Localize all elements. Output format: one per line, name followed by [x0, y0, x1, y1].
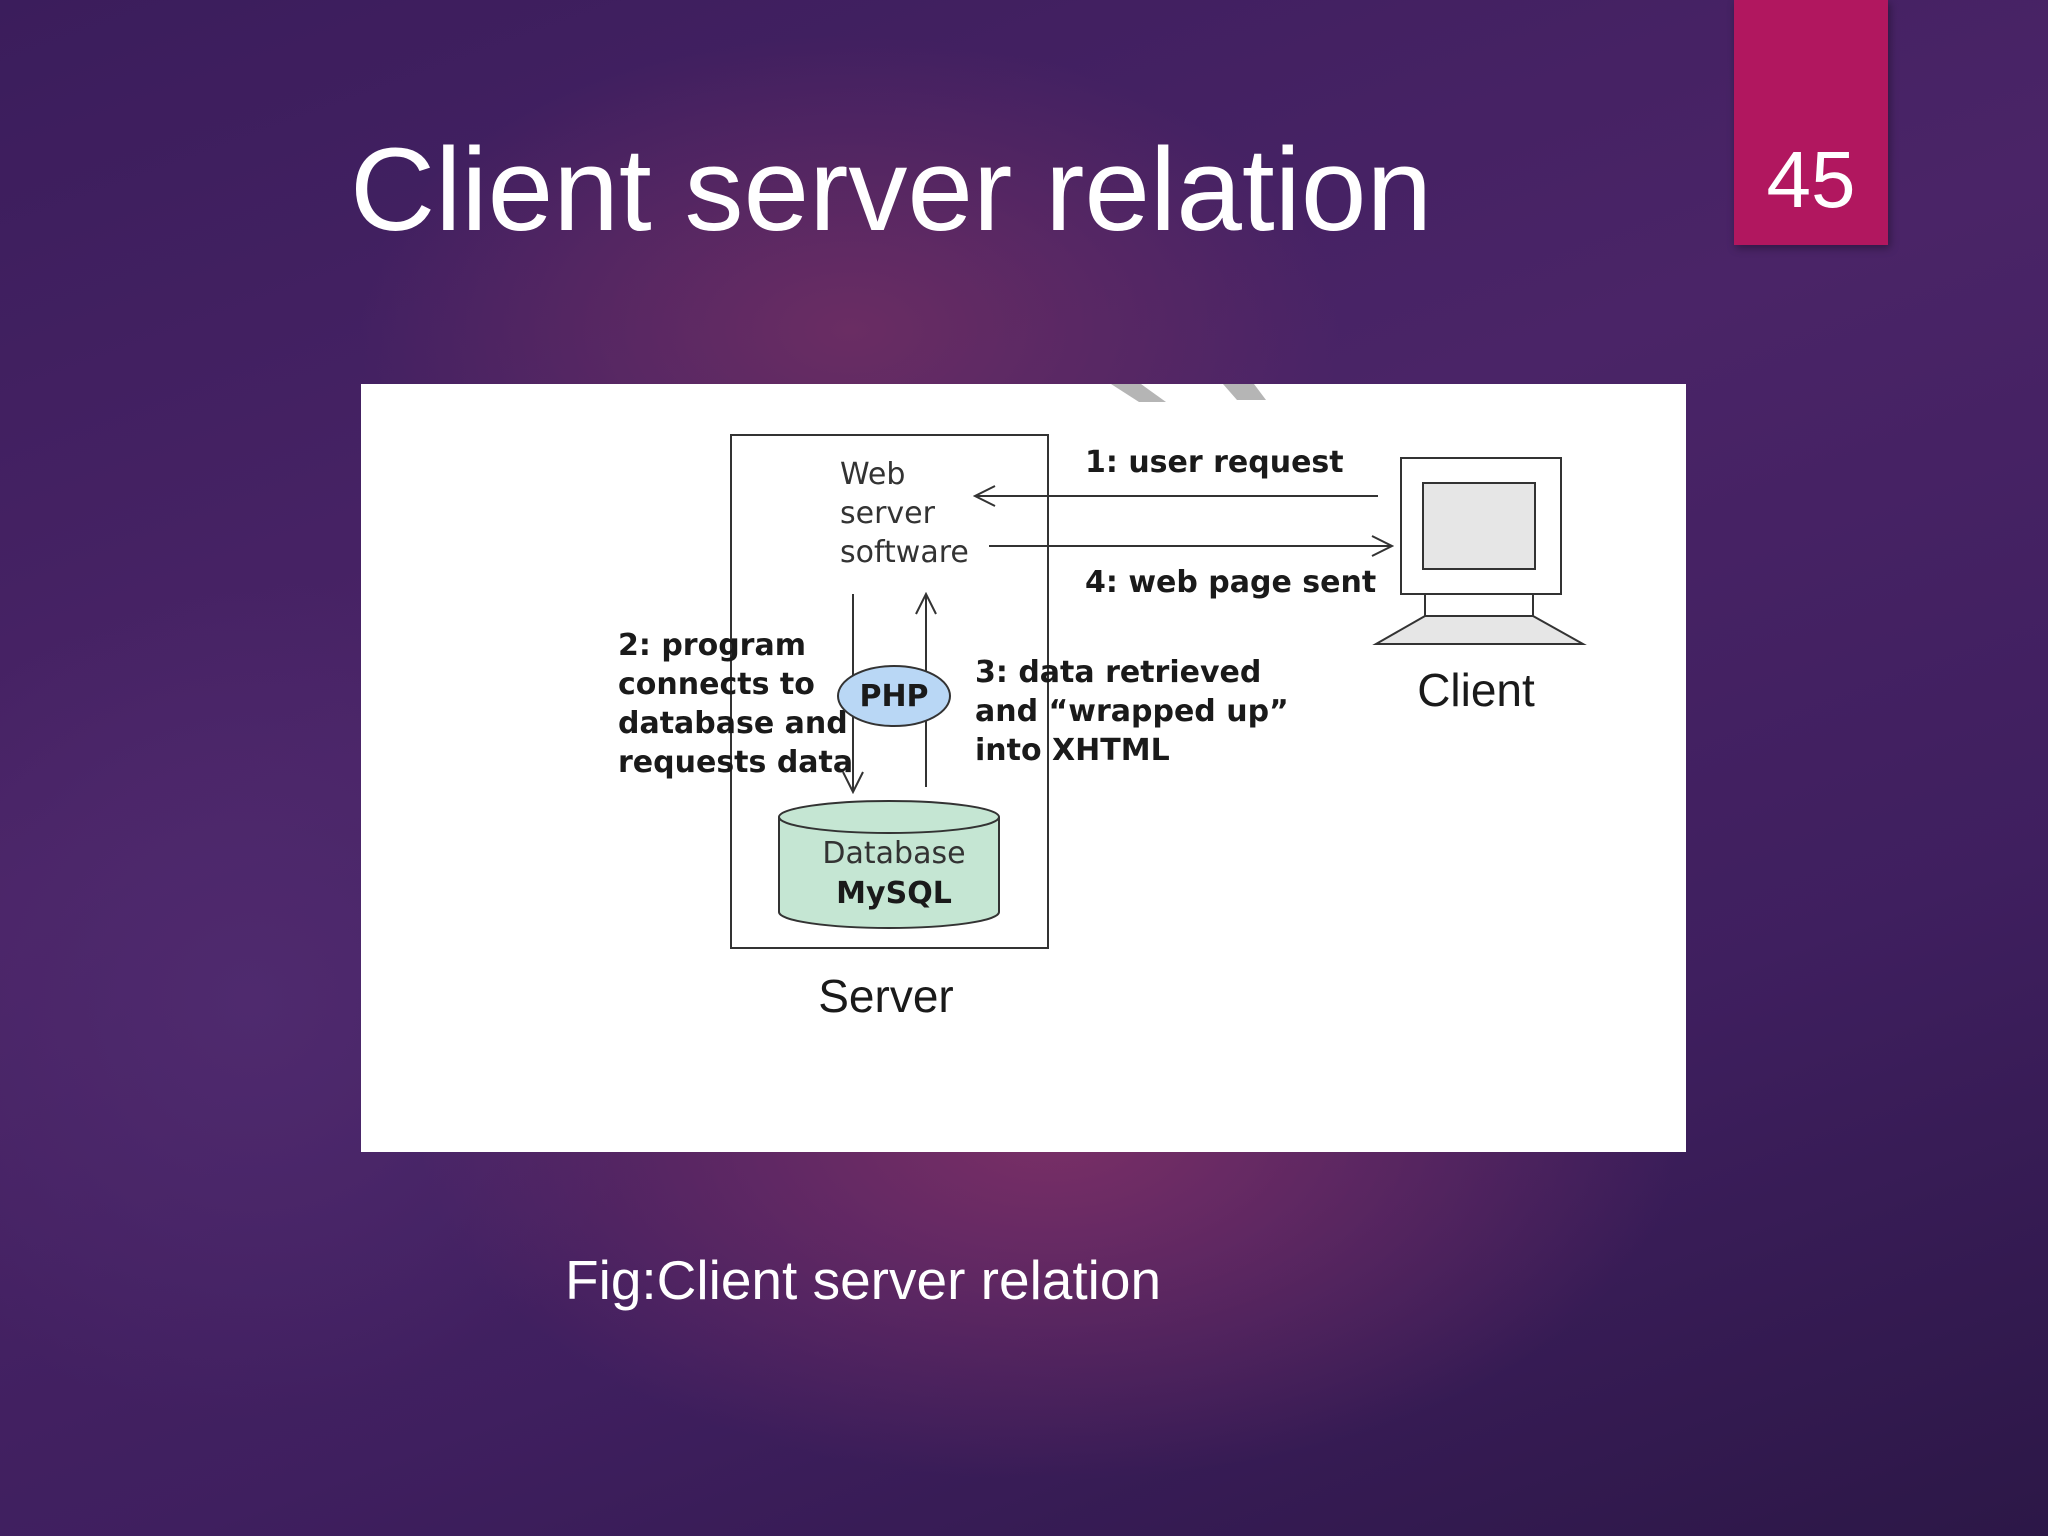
- step3-line: and “wrapped up”: [975, 694, 1289, 729]
- step2-label: 2: program connects to database and requ…: [618, 628, 858, 780]
- web-server-line: Web: [840, 457, 905, 492]
- step3-label: 3: data retrieved and “wrapped up” into …: [975, 655, 1299, 768]
- web-server-line: server: [840, 496, 936, 531]
- step4-label: 4: web page sent: [1085, 565, 1376, 600]
- step1-label: 1: user request: [1085, 445, 1344, 480]
- slide-number: 45: [1766, 135, 1856, 224]
- client-label: Client: [1417, 664, 1535, 716]
- step3-line: 3: data retrieved: [975, 655, 1261, 690]
- step2-line: connects to: [618, 667, 815, 702]
- server-label: Server: [818, 970, 953, 1022]
- step2-line: database and: [618, 706, 848, 741]
- web-server-line: software: [840, 535, 969, 570]
- step3-line: into XHTML: [975, 733, 1170, 768]
- client-computer-icon: [1372, 457, 1587, 645]
- database-name: MySQL: [836, 876, 952, 911]
- server-box: [730, 434, 1049, 949]
- php-label: PHP: [859, 679, 928, 714]
- client-server-diagram: Web server software 1: user request 4: w…: [361, 384, 1686, 1152]
- slide-number-badge: 45: [1734, 0, 1888, 245]
- figure-caption: Fig:Client server relation: [565, 1249, 1162, 1311]
- php-node: PHP: [837, 665, 951, 727]
- database-label: Database: [822, 836, 965, 871]
- slide-title: Client server relation: [350, 124, 1433, 256]
- web-server-software-label: Web server software: [840, 457, 969, 570]
- database-cylinder: Database MySQL: [778, 800, 1000, 929]
- decorative-marks: [1111, 384, 1266, 402]
- step2-line: 2: program: [618, 628, 806, 663]
- step2-line: requests data: [618, 745, 853, 780]
